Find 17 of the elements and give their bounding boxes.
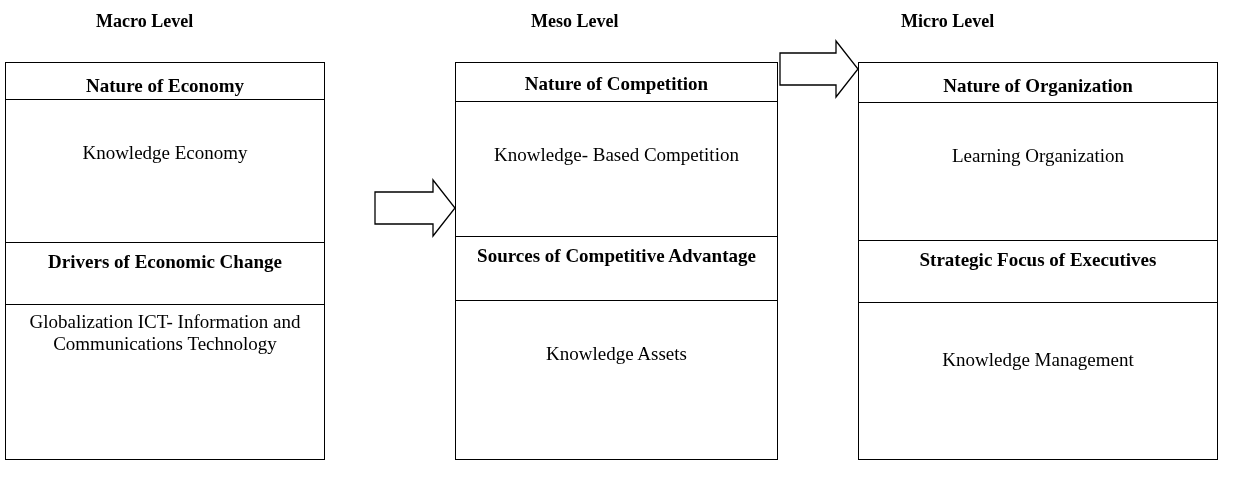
section-text: Knowledge- Based Competition xyxy=(494,144,739,167)
section-heading: Nature of Organization xyxy=(943,75,1133,98)
section-text: Knowledge Assets xyxy=(546,343,687,366)
section-heading: Nature of Competition xyxy=(524,73,709,96)
section-text: Knowledge Economy xyxy=(82,142,248,165)
column-heading: Macro Level xyxy=(96,11,194,32)
section-heading: Drivers of Economic Change xyxy=(48,251,282,274)
column-heading: Micro Level xyxy=(901,11,995,32)
column-heading: Meso Level xyxy=(531,11,619,32)
section-heading: Sources of Competitive Advantage xyxy=(477,245,756,268)
section-text: Learning Organization xyxy=(951,145,1125,168)
block-arrow xyxy=(374,178,456,238)
section-text: Knowledge Management xyxy=(942,349,1134,372)
section-heading: Nature of Economy xyxy=(86,75,244,98)
block-arrow xyxy=(779,39,859,99)
section-text: Globalization ICT- Information and Communications Technology xyxy=(28,311,302,356)
section-heading: Strategic Focus of Executives xyxy=(919,249,1157,272)
